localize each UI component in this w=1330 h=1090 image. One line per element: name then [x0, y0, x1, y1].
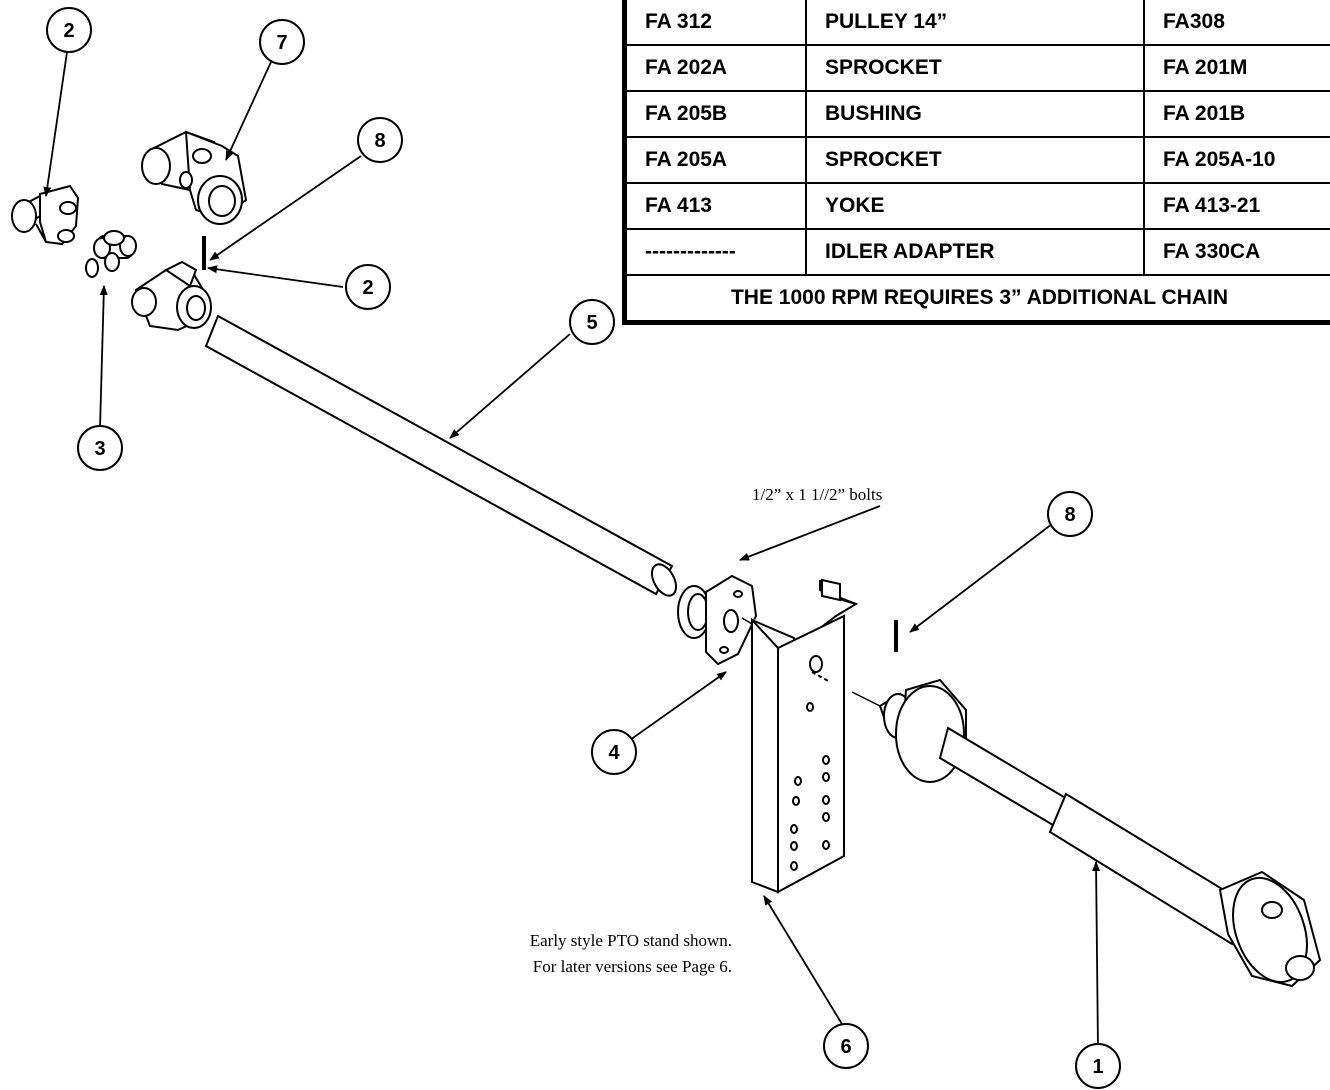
table-row: FA 312 PULLEY 14” FA308 — [623, 0, 1330, 46]
cross-part-3 — [85, 230, 137, 278]
callout-2-top-label: 2 — [63, 20, 74, 42]
table-cell: FA308 — [1143, 0, 1330, 46]
callout-1: 1 — [1075, 1043, 1121, 1089]
callout-2-top: 2 — [46, 7, 92, 53]
callout-4-label: 4 — [608, 742, 620, 764]
table-cell: YOKE — [805, 182, 1145, 230]
alignment-line — [741, 617, 753, 625]
yoke-part-7 — [141, 130, 248, 225]
table-note-row: THE 1000 RPM REQUIRES 3” ADDITIONAL CHAI… — [623, 274, 1330, 324]
callout-7: 7 — [259, 19, 305, 65]
table-cell: FA 205A-10 — [1143, 136, 1330, 184]
callout-8-right: 8 — [1047, 491, 1093, 537]
table-row: FA 205B BUSHING FA 201B — [623, 90, 1330, 138]
callout-7-label: 7 — [276, 32, 287, 54]
callout-2-mid: 2 — [345, 264, 391, 310]
table-cell: FA 205B — [623, 90, 807, 138]
table-row: ------------- IDLER ADAPTER FA 330CA — [623, 228, 1330, 276]
parts-table: FA 312 PULLEY 14” FA308 FA 202A SPROCKET… — [622, 0, 1330, 325]
bolts-annotation: 1/2” x 1 1//2” bolts — [752, 485, 883, 504]
pto-shaft-part-1 — [878, 678, 1322, 988]
table-cell: SPROCKET — [805, 136, 1145, 184]
table-row: FA 202A SPROCKET FA 201M — [623, 44, 1330, 92]
table-cell: PULLEY 14” — [805, 0, 1145, 46]
table-cell: FA 201M — [1143, 44, 1330, 92]
callout-6-label: 6 — [840, 1036, 851, 1058]
stand-note-line-1: Early style PTO stand shown. — [529, 931, 732, 950]
stand-note: Early style PTO stand shown. For later v… — [392, 928, 732, 980]
table-cell: BUSHING — [805, 90, 1145, 138]
table-cell: FA 413 — [623, 182, 807, 230]
bearing-part-4 — [677, 574, 758, 666]
callout-8-top: 8 — [357, 117, 403, 163]
yoke-part-2-mid — [131, 260, 212, 332]
table-row: FA 413 YOKE FA 413-21 — [623, 182, 1330, 230]
yoke-part-2-top — [11, 184, 80, 246]
leader-lines — [43, 51, 1101, 1051]
table-cell: FA 205A — [623, 136, 807, 184]
table-cell: FA 330CA — [1143, 228, 1330, 276]
shaft-part-5 — [204, 314, 678, 597]
table-row: FA 205A SPROCKET FA 205A-10 — [623, 136, 1330, 184]
table-cell: SPROCKET — [805, 44, 1145, 92]
stand-note-line-2: For later versions see Page 6. — [532, 957, 732, 976]
table-cell: IDLER ADAPTER — [805, 228, 1145, 276]
table-note: THE 1000 RPM REQUIRES 3” ADDITIONAL CHAI… — [623, 274, 1330, 324]
table-cell: FA 413-21 — [1143, 182, 1330, 230]
table-cell: FA 201B — [1143, 90, 1330, 138]
alignment-line-2 — [851, 691, 881, 707]
callout-4: 4 — [591, 729, 637, 775]
callout-6: 6 — [823, 1023, 869, 1069]
callout-8-top-label: 8 — [374, 130, 385, 152]
table-cell: FA 202A — [623, 44, 807, 92]
callout-5-label: 5 — [586, 312, 597, 334]
callout-8-right-label: 8 — [1064, 504, 1075, 526]
callout-3: 3 — [77, 425, 123, 471]
table-cell: FA 312 — [623, 0, 807, 46]
callout-1-label: 1 — [1092, 1056, 1103, 1078]
pto-stand-part-6 — [751, 578, 859, 894]
callout-5: 5 — [569, 299, 615, 345]
table-cell: ------------- — [623, 228, 807, 276]
callout-2-mid-label: 2 — [362, 277, 373, 299]
callout-3-label: 3 — [94, 438, 105, 460]
